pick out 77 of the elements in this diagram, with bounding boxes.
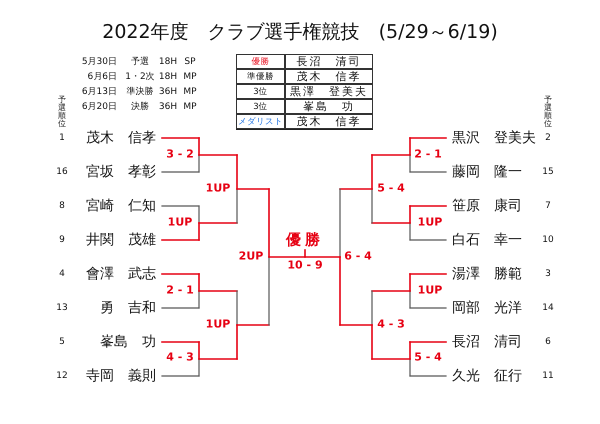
seed-number: 5 xyxy=(59,336,65,348)
player-name: 茂木 信孝 xyxy=(86,130,156,146)
schedule-text: MP xyxy=(183,72,197,82)
match-score: 2 - 1 xyxy=(414,148,442,162)
table-cell: 3位 xyxy=(236,84,285,99)
table-cell: 3位 xyxy=(236,99,285,114)
player-name: 勇 吉和 xyxy=(100,300,156,316)
table-cell: 優勝 xyxy=(236,54,285,69)
player-name: 藤岡 隆一 xyxy=(452,164,522,180)
schedule-text: 36H xyxy=(158,102,178,112)
match-score: 3 - 2 xyxy=(166,148,194,162)
table-cell: メダリスト xyxy=(236,114,285,129)
schedule-text: 予選 xyxy=(131,56,149,68)
seed-number: 8 xyxy=(59,200,65,212)
column-heading: 予選順位 xyxy=(58,96,66,128)
match-score: 4 - 3 xyxy=(166,352,194,364)
schedule-text: 18H xyxy=(158,72,178,82)
seed-number: 3 xyxy=(545,268,551,280)
schedule-text: MP xyxy=(183,86,197,98)
table-cell: 茂木 信孝 xyxy=(285,69,373,84)
match-score: 4 - 3 xyxy=(377,318,405,332)
seed-number: 15 xyxy=(542,166,554,178)
schedule-text: 18H xyxy=(158,56,178,68)
table-cell: 峯島 功 xyxy=(285,99,373,114)
seed-number: 11 xyxy=(542,370,554,382)
player-name: 笹原 康司 xyxy=(452,198,522,214)
column-heading: 予選順位 xyxy=(544,96,552,128)
player-name: 湯澤 勝範 xyxy=(452,266,522,282)
seed-number: 1 xyxy=(59,132,65,144)
player-name: 宮崎 仁知 xyxy=(86,198,156,214)
seed-number: 13 xyxy=(56,302,68,314)
player-name: 黒沢 登美夫 xyxy=(452,130,536,146)
player-name: 會澤 武志 xyxy=(86,266,156,282)
match-score: 1UP xyxy=(418,216,442,230)
schedule-text: 1・2次 xyxy=(125,72,155,82)
schedule-text: 決勝 xyxy=(131,102,149,112)
seed-number: 2 xyxy=(545,132,551,144)
match-score: 6 - 4 xyxy=(344,250,372,264)
seed-number: 14 xyxy=(542,302,554,314)
table-cell: 長沼 清司 xyxy=(285,54,373,69)
match-score: 1UP xyxy=(206,182,230,196)
table-cell: 茂木 信孝 xyxy=(285,114,373,129)
match-score: 1UP xyxy=(168,216,192,230)
seed-number: 6 xyxy=(545,336,551,348)
match-score: 10 - 9 xyxy=(287,260,323,272)
schedule-text: 6月20日 xyxy=(82,102,117,112)
schedule-text: MP xyxy=(183,102,197,112)
table-cell: 黒澤 登美夫 xyxy=(285,84,373,99)
player-name: 久光 征行 xyxy=(452,368,522,384)
match-score: 2 - 1 xyxy=(166,284,194,298)
title: 2022年度 クラブ選手権競技 (5/29～6/19) xyxy=(102,22,498,44)
player-name: 峯島 功 xyxy=(100,334,156,350)
schedule-text: 準決勝 xyxy=(126,86,154,98)
match-score: 5 - 4 xyxy=(414,352,442,364)
player-name: 岡部 光洋 xyxy=(452,300,522,316)
seed-number: 16 xyxy=(56,166,68,178)
champion-label: 優勝 xyxy=(286,231,324,249)
seed-number: 10 xyxy=(542,234,554,246)
schedule-text: 6月6日 xyxy=(88,72,117,82)
player-name: 井関 茂雄 xyxy=(86,232,156,248)
player-name: 長沼 清司 xyxy=(452,334,522,350)
schedule-text: SP xyxy=(184,56,196,68)
match-score: 1UP xyxy=(206,318,230,332)
match-score: 2UP xyxy=(238,250,264,264)
seed-number: 9 xyxy=(59,234,65,246)
schedule-text: 6月13日 xyxy=(82,86,117,98)
match-score: 1UP xyxy=(418,284,442,298)
player-name: 宮坂 孝彰 xyxy=(86,164,156,180)
seed-number: 12 xyxy=(56,370,68,382)
seed-number: 4 xyxy=(59,268,65,280)
seed-number: 7 xyxy=(545,200,551,212)
schedule-text: 36H xyxy=(158,86,178,98)
player-name: 寺岡 義則 xyxy=(86,368,156,384)
schedule-text: 5月30日 xyxy=(82,56,117,68)
player-name: 白石 幸一 xyxy=(452,232,522,248)
match-score: 5 - 4 xyxy=(377,182,405,196)
table-cell: 準優勝 xyxy=(236,69,285,84)
